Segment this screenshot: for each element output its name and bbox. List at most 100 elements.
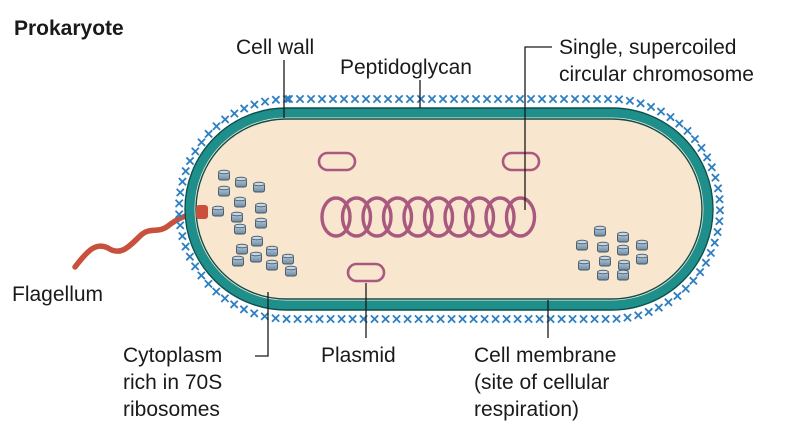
peptidoglycan-cross [592,94,602,104]
chromosome-loop [422,196,455,238]
peptidoglycan-cross [491,314,500,324]
label-cytoplasm-line3: ribosomes [123,398,220,421]
peptidoglycan-cross [590,314,599,324]
peptidoglycan-cross [713,184,723,193]
peptidoglycan-cross [414,314,423,324]
peptidoglycan-cross [537,94,547,104]
label-cytoplasm-line1: Cytoplasm [123,344,222,367]
ribosome [250,251,262,263]
leader-chromosome [524,46,552,210]
plasmid [317,151,357,172]
ribosome [617,269,629,281]
peptidoglycan-cross [526,94,536,104]
peptidoglycan-cross [504,94,514,104]
ribosome [636,253,648,265]
peptidoglycan-cross [548,94,558,104]
peptidoglycan-cross [416,94,426,104]
peptidoglycan-cross [249,309,259,318]
diagram-title: Prokaryote [14,17,124,40]
peptidoglycan-cross [666,112,675,122]
ribosome [597,269,609,281]
peptidoglycan-cross [220,115,230,124]
peptidoglycan-cross [644,307,653,317]
ribosome [266,245,278,257]
cell-wall [185,108,713,310]
plasmid [346,262,386,283]
peptidoglycan-cross [383,94,393,104]
peptidoglycan-cross [403,314,412,324]
peptidoglycan-cross [636,99,645,108]
ribosome [597,241,609,253]
peptidoglycan-cross [372,94,382,104]
ribosome [231,211,243,223]
peptidoglycan-cross [513,314,522,324]
peptidoglycan-cross [204,129,213,139]
peptidoglycan-cross [603,94,613,104]
label-cell-membrane-line1: Cell membrane [474,344,616,367]
peptidoglycan-cross [425,314,434,324]
ribosome [578,259,590,271]
ribosome [234,196,246,208]
ribosome [253,181,265,193]
peptidoglycan-cross [436,314,445,324]
chromosome-loop [381,196,414,238]
peptidoglycan-cross [482,94,492,104]
peptidoglycan-cross [701,258,711,268]
peptidoglycan-cross [447,314,456,324]
peptidoglycan-cross [515,94,525,104]
peptidoglycan-cross [328,94,338,104]
peptidoglycan-cross [392,314,401,324]
chromosome-loop [484,196,516,238]
label-chromosome-line1: Single, supercoiled [559,36,736,59]
peptidoglycan-cross [579,314,588,324]
chromosome [320,196,537,238]
peptidoglycan-cross [715,194,724,204]
peptidoglycan-cross [350,94,360,104]
peptidoglycan-cross [623,313,632,322]
peptidoglycan-cross [568,314,577,324]
chromosome-loop [320,196,352,238]
peptidoglycan-cross [191,147,200,156]
peptidoglycan-cross [427,94,437,104]
ribosome [234,223,246,235]
peptidoglycan-cross [190,262,200,271]
peptidoglycan-layer [174,94,725,324]
plasmid [501,151,541,172]
peptidoglycan-cross [601,314,610,324]
peptidoglycan-cross [337,314,346,324]
peptidoglycan-cross [326,314,335,324]
peptidoglycan-cross [697,143,706,153]
ribosome [266,259,278,271]
peptidoglycan-cross [702,153,712,162]
peptidoglycan-cross [271,313,280,323]
label-plasmid: Plasmid [321,344,396,367]
peptidoglycan-cross [339,94,349,104]
peptidoglycan-cross [634,311,643,320]
peptidoglycan-cross [230,109,239,118]
peptidoglycan-cross [361,94,371,104]
peptidoglycan-cross [260,97,270,106]
peptidoglycan-cross [559,94,569,104]
leader-cytoplasm [255,292,269,357]
peptidoglycan-cross [293,314,302,324]
peptidoglycan-cross [493,94,503,104]
peptidoglycan-cross [707,163,717,172]
label-cell-wall: Cell wall [236,36,314,59]
ribosome [636,239,648,251]
peptidoglycan-cross [295,94,305,104]
ribosome [576,239,588,251]
peptidoglycan-cross [178,231,187,241]
ribosome [599,255,611,267]
ribosome [218,169,230,181]
peptidoglycan-cross [711,173,720,182]
peptidoglycan-cross [570,94,580,104]
ribosome [255,202,267,214]
peptidoglycan-cross [220,294,230,303]
peptidoglycan-cross [502,314,511,324]
peptidoglycan-cross [348,314,357,324]
peptidoglycan-cross [681,284,690,293]
ribosome [251,235,263,247]
peptidoglycan-cross [304,314,313,324]
peptidoglycan-cross [706,248,716,258]
